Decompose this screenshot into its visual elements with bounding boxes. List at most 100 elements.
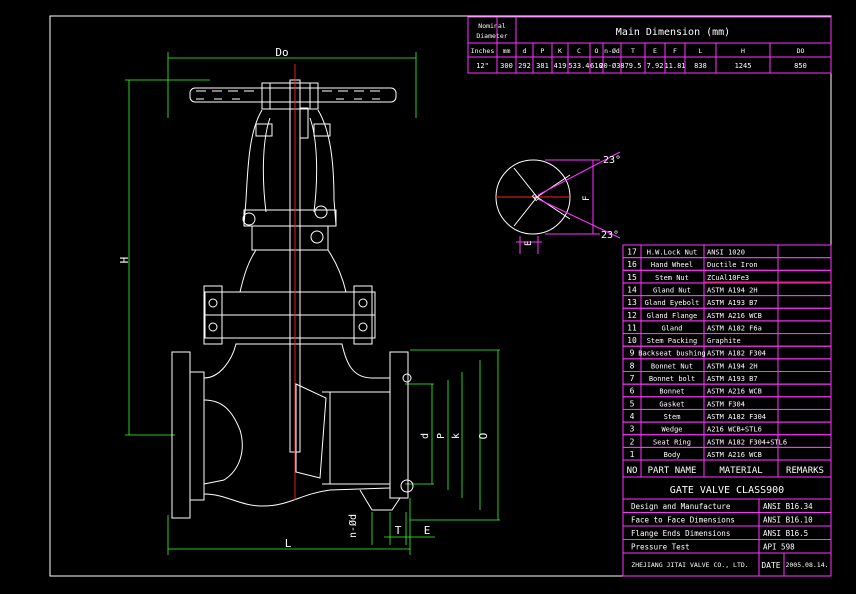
part-no: 3 xyxy=(630,425,635,434)
part-no: 13 xyxy=(627,298,637,307)
part-no: 17 xyxy=(627,248,637,257)
part-name: Backseat bushing xyxy=(638,350,705,358)
dim-value-cell: 11.81 xyxy=(664,62,685,70)
parts-row: 7 Bonnet bolt ASTM A193 B7 xyxy=(622,371,832,385)
part-no: 6 xyxy=(630,387,635,396)
part-material: ASTM A193 B7 xyxy=(707,375,758,383)
dim-header-cell: E xyxy=(653,47,657,55)
parts-row: 2 Seat Ring ASTM A182 F304+STL6 xyxy=(622,434,832,448)
part-material: ASTM A182 F304 xyxy=(707,350,766,358)
part-name: Stem Packing xyxy=(647,337,698,345)
dim-header-cell: O xyxy=(595,47,599,55)
dim-label-t: T xyxy=(395,524,402,537)
dim-value-cell: 533.4 xyxy=(568,62,589,70)
part-no: 4 xyxy=(630,412,635,421)
dim-header-cell: P xyxy=(541,47,545,55)
valve-drawing: Do H L d P k O n-Ød T E xyxy=(118,46,500,555)
dim-value-cell: 419 xyxy=(554,62,567,70)
dim-value-cell: 12" xyxy=(476,62,489,70)
part-no: 2 xyxy=(630,437,635,446)
part-no: 16 xyxy=(627,260,637,269)
detail-f-label: F xyxy=(582,196,592,201)
part-name: Wedge xyxy=(661,426,682,434)
dim-value-cell: 381 xyxy=(536,62,549,70)
dim-label-h: H xyxy=(118,257,131,264)
dim-label-e: E xyxy=(424,524,431,537)
part-name: Stem xyxy=(664,413,681,421)
angle-bottom-label: 23° xyxy=(601,230,619,241)
part-name: Seat Ring xyxy=(653,438,691,446)
dim-label-o: O xyxy=(477,433,490,440)
part-material: ASTM F304 xyxy=(707,400,745,408)
part-name: Body xyxy=(664,451,681,459)
parts-header-name: PART NAME xyxy=(648,466,697,476)
dim-label-k: k xyxy=(451,433,462,439)
part-no: 14 xyxy=(627,285,637,294)
date-label: DATE xyxy=(761,561,780,570)
part-no: 12 xyxy=(627,311,637,320)
nominal-diameter-label: Nominal xyxy=(478,22,505,30)
part-name: Stem Nut xyxy=(655,274,689,282)
part-no: 7 xyxy=(630,374,635,383)
dim-value-cell: 300 xyxy=(500,62,513,70)
angle-top-label: 23° xyxy=(603,155,621,166)
standard-value: ANSI B16.10 xyxy=(763,516,813,525)
parts-row: 17 H.W.Lock Nut ANSI 1020 xyxy=(622,244,832,259)
parts-header-no: NO xyxy=(627,466,638,476)
part-name: Hand Wheel xyxy=(651,261,693,269)
part-material: ASTM A193 B7 xyxy=(707,299,758,307)
detail-e-label: E xyxy=(524,241,534,246)
part-material: ASTM A194 2H xyxy=(707,362,758,370)
standard-label: Flange Ends Dimensions xyxy=(631,529,730,538)
part-name: H.W.Lock Nut xyxy=(647,249,698,257)
standard-value: API 598 xyxy=(763,543,795,552)
part-no: 1 xyxy=(630,450,635,459)
dim-label-l: L xyxy=(285,537,292,550)
dim-value-cell: 292 xyxy=(518,62,531,70)
part-material: A216 WCB+STL6 xyxy=(707,426,762,434)
part-no: 10 xyxy=(627,336,637,345)
dim-header-cell: L xyxy=(699,47,703,55)
part-material: ZCuAl10Fe3 xyxy=(707,274,749,282)
part-name: Gland Eyebolt xyxy=(645,299,700,307)
drawing-title: GATE VALVE CLASS900 xyxy=(670,485,784,496)
part-name: Gasket xyxy=(659,400,684,408)
company-name: ZHEJIANG JITAI VALVE CO., LTD. xyxy=(631,561,748,569)
dim-header-cell: H xyxy=(741,47,745,55)
dim-header-cell: Inches xyxy=(471,47,495,55)
dim-value-cell: 7.92 xyxy=(647,62,664,70)
dim-header-cell: K xyxy=(558,47,562,55)
parts-row: 13 Gland Eyebolt ASTM A193 B7 xyxy=(622,295,832,309)
part-material: Graphite xyxy=(707,337,741,345)
part-material: ANSI 1020 xyxy=(707,249,745,257)
dim-header-cell: C xyxy=(577,47,581,55)
title-block: GATE VALVE CLASS900 Design and Manufactu… xyxy=(622,476,832,577)
part-name: Gland xyxy=(661,324,682,332)
dim-value-cell: 20-Ø38 xyxy=(599,62,624,70)
parts-header-remarks: REMARKS xyxy=(786,466,824,476)
valve-body xyxy=(171,343,414,519)
dim-header-cell: F xyxy=(673,47,677,55)
part-material: ASTM A182 F304 xyxy=(707,413,766,421)
part-material: ASTM A182 F304+STL6 xyxy=(707,438,787,446)
part-no: 15 xyxy=(627,273,637,282)
part-name: Bonnet bolt xyxy=(649,375,695,383)
dimension-table-title: Main Dimension (mm) xyxy=(616,27,730,38)
dim-value-cell: 838 xyxy=(694,62,707,70)
part-material: ASTM A216 WCB xyxy=(707,388,762,396)
parts-row: 10 Stem Packing Graphite xyxy=(622,333,832,347)
dim-header-cell: d xyxy=(523,47,527,55)
parts-row: 3 Wedge A216 WCB+STL6 xyxy=(622,421,832,436)
parts-row: 4 Stem ASTM A182 F304 xyxy=(622,408,832,423)
